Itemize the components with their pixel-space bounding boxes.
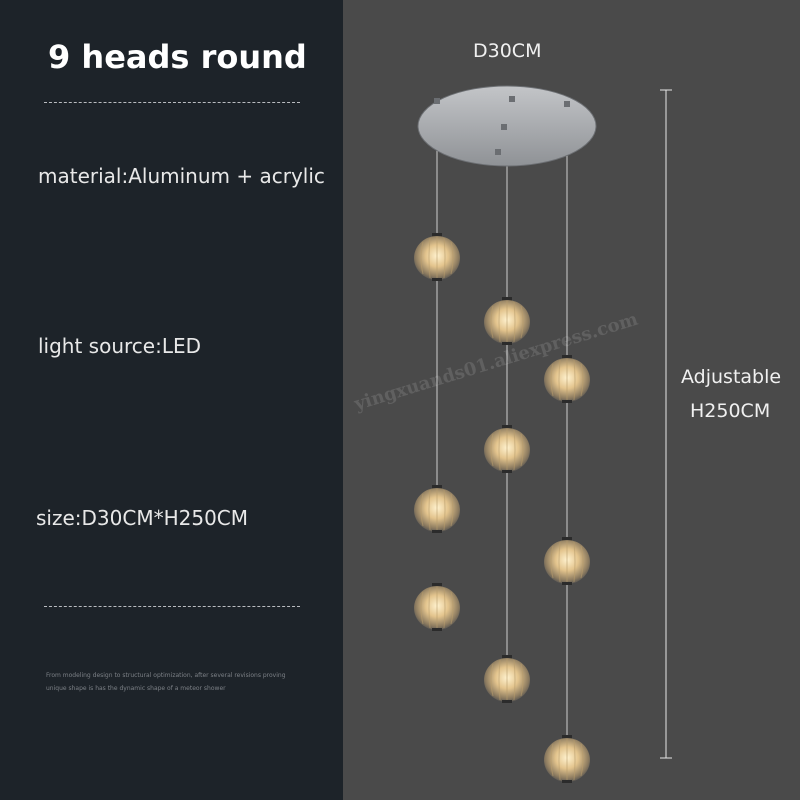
canopy-screw xyxy=(495,149,501,155)
globe-pendant xyxy=(544,355,590,403)
fine-print-line-1: From modeling design to structural optim… xyxy=(46,672,286,679)
ceiling-canopy xyxy=(417,85,597,167)
canopy-screw xyxy=(564,101,570,107)
globe-pendant xyxy=(544,537,590,585)
spec-material: material:Aluminum + acrylic xyxy=(38,164,325,188)
globe-pendants xyxy=(414,233,590,783)
canopy-screw xyxy=(434,98,440,104)
globe-pendant xyxy=(484,297,530,345)
canopy-screw xyxy=(509,96,515,102)
globe-pendant xyxy=(544,735,590,783)
globe-pendant xyxy=(414,233,460,281)
spec-panel: 9 heads round material:Aluminum + acryli… xyxy=(0,0,343,800)
globe-pendant xyxy=(484,655,530,703)
spec-size: size:D30CM*H250CM xyxy=(36,506,249,530)
canopy-rim xyxy=(417,85,597,167)
adjustable-height-label-line-1: Adjustable xyxy=(679,366,784,388)
fine-print-line-2: unique shape is has the dynamic shape of… xyxy=(46,685,226,692)
globe-pendant xyxy=(484,425,530,473)
page-title: 9 heads round xyxy=(48,38,307,76)
globe-pendant xyxy=(414,583,460,631)
divider-bottom xyxy=(44,606,300,607)
divider-top xyxy=(44,102,300,103)
globe-pendant xyxy=(414,485,460,533)
adjustable-height-label-line-2: H250CM xyxy=(688,400,773,422)
height-dimension-line xyxy=(660,89,672,759)
diameter-label: D30CM xyxy=(473,40,542,62)
canopy-screw xyxy=(501,124,507,130)
spec-light-source: light source:LED xyxy=(38,334,202,358)
chandelier-illustration xyxy=(414,85,672,783)
suspension-cables xyxy=(436,102,568,738)
